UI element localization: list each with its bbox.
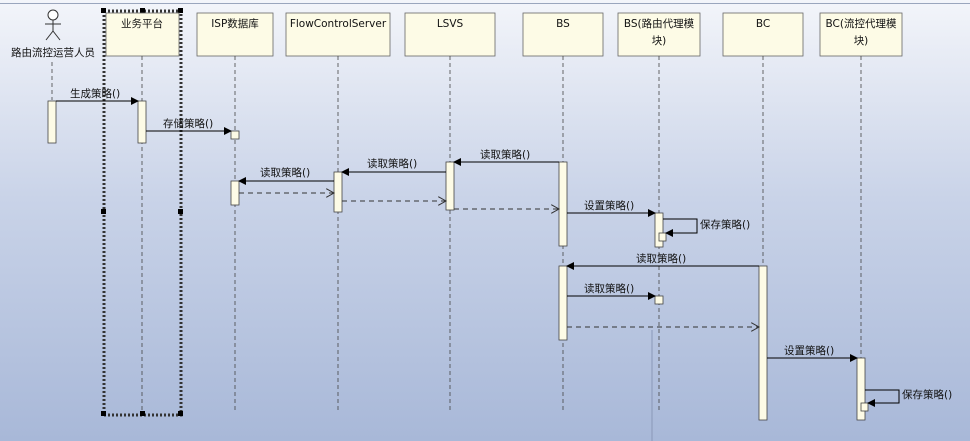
message-bc-set-proxy-label: 设置策略() [784, 344, 834, 357]
message-bs-read-lsvs-label: 读取策略() [480, 148, 530, 161]
header-fcs-label: FlowControlServer [290, 18, 387, 30]
header-platform-label: 业务平台 [121, 17, 163, 30]
message-bc-set-proxy[interactable]: 设置策略() [767, 344, 858, 362]
message-lsvs-read-fcs[interactable]: 读取策略() [341, 157, 446, 176]
activation-operator [47, 100, 57, 144]
activation-bs-proxy-read [654, 295, 664, 305]
header-bs-proxy-label-2: 块) [652, 35, 667, 47]
activation-bs-1 [558, 161, 568, 247]
lifeline-header-bc[interactable]: BC [722, 12, 804, 57]
header-bc-proxy-label-2: 块) [854, 35, 869, 47]
activation-bs-proxy [654, 212, 664, 248]
message-gen-policy[interactable]: 生成策略() [56, 87, 139, 105]
header-bs-label: BS [556, 18, 570, 30]
activation-fcs [333, 171, 343, 213]
message-bc-read-bs-label: 读取策略() [636, 252, 686, 265]
message-fcs-read-isp-label: 读取策略() [260, 166, 310, 179]
message-store-policy-label: 存储策略() [163, 117, 213, 130]
message-bs-set-proxy-label: 设置策略() [584, 199, 634, 212]
lifeline-header-bs[interactable]: BS [522, 12, 604, 57]
activation-bc-proxy [856, 357, 866, 421]
lifeline-header-lsvs[interactable]: LSVS [404, 12, 496, 57]
header-lsvs-label: LSVS [437, 18, 464, 30]
header-bs-proxy-label-1: BS(路由代理模 [624, 17, 695, 30]
lifeline-header-isp[interactable]: ISP数据库 [196, 12, 274, 57]
activation-bs-2 [558, 265, 568, 341]
activation-bs-proxy-nested [658, 232, 667, 242]
message-bs-set-proxy[interactable]: 设置策略() [567, 199, 656, 217]
actor-operator[interactable]: 路由流控运营人员 [11, 9, 95, 59]
selection-frame[interactable] [101, 8, 183, 417]
message-bs-proxy-save-label: 保存策略() [700, 218, 750, 231]
message-gen-policy-label: 生成策略() [70, 87, 120, 100]
header-isp-label: ISP数据库 [211, 17, 259, 30]
activation-isp-store [230, 130, 240, 140]
header-bc-label: BC [756, 18, 770, 30]
message-bc-proxy-save[interactable]: 保存策略() [865, 388, 952, 407]
lifeline-header-platform[interactable]: 业务平台 [105, 12, 180, 57]
message-bs-read-proxy[interactable]: 读取策略() [567, 282, 656, 300]
message-lsvs-read-fcs-label: 读取策略() [367, 157, 417, 170]
message-bs-read-proxy-label: 读取策略() [584, 282, 634, 295]
activation-bc [758, 265, 768, 421]
activation-platform [137, 100, 147, 144]
activation-bc-proxy-nested [860, 402, 869, 412]
message-store-policy[interactable]: 存储策略() [146, 117, 232, 135]
message-bs-read-lsvs[interactable]: 读取策略() [453, 148, 559, 166]
message-bc-read-bs[interactable]: 读取策略() [566, 252, 759, 270]
activation-lsvs [445, 161, 455, 211]
actor-label: 路由流控运营人员 [11, 46, 95, 59]
message-fcs-read-isp[interactable]: 读取策略() [238, 166, 334, 185]
message-bc-proxy-save-label: 保存策略() [902, 388, 952, 401]
stick-figure-icon [45, 9, 61, 41]
header-bc-proxy-label-1: BC(流控代理模 [826, 17, 897, 30]
message-bs-proxy-save[interactable]: 保存策略() [663, 218, 750, 237]
activation-isp-read [230, 180, 240, 206]
lifeline-header-bc-proxy[interactable]: BC(流控代理模 块) [819, 12, 903, 57]
lifeline-header-fcs[interactable]: FlowControlServer [285, 12, 391, 57]
lifeline-header-bs-proxy[interactable]: BS(路由代理模 块) [617, 12, 701, 57]
